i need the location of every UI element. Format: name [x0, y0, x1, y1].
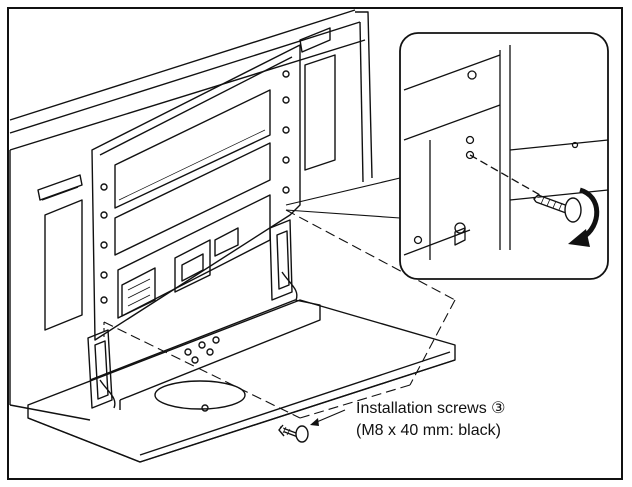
guide-lines — [103, 177, 456, 419]
screw-icon — [278, 424, 309, 443]
tv-back-panel — [9, 9, 373, 421]
callout-line-2: (M8 x 40 mm: black) — [356, 422, 501, 439]
callout-line-1: Installation screws ③ — [356, 400, 506, 417]
callout-arrowhead — [310, 418, 319, 426]
tv-stand — [27, 219, 456, 463]
clockwise-arrow-icon — [568, 187, 600, 247]
magnified-frame — [399, 32, 609, 280]
magnified-screw-icon — [533, 194, 582, 223]
magnified-view — [399, 32, 609, 280]
